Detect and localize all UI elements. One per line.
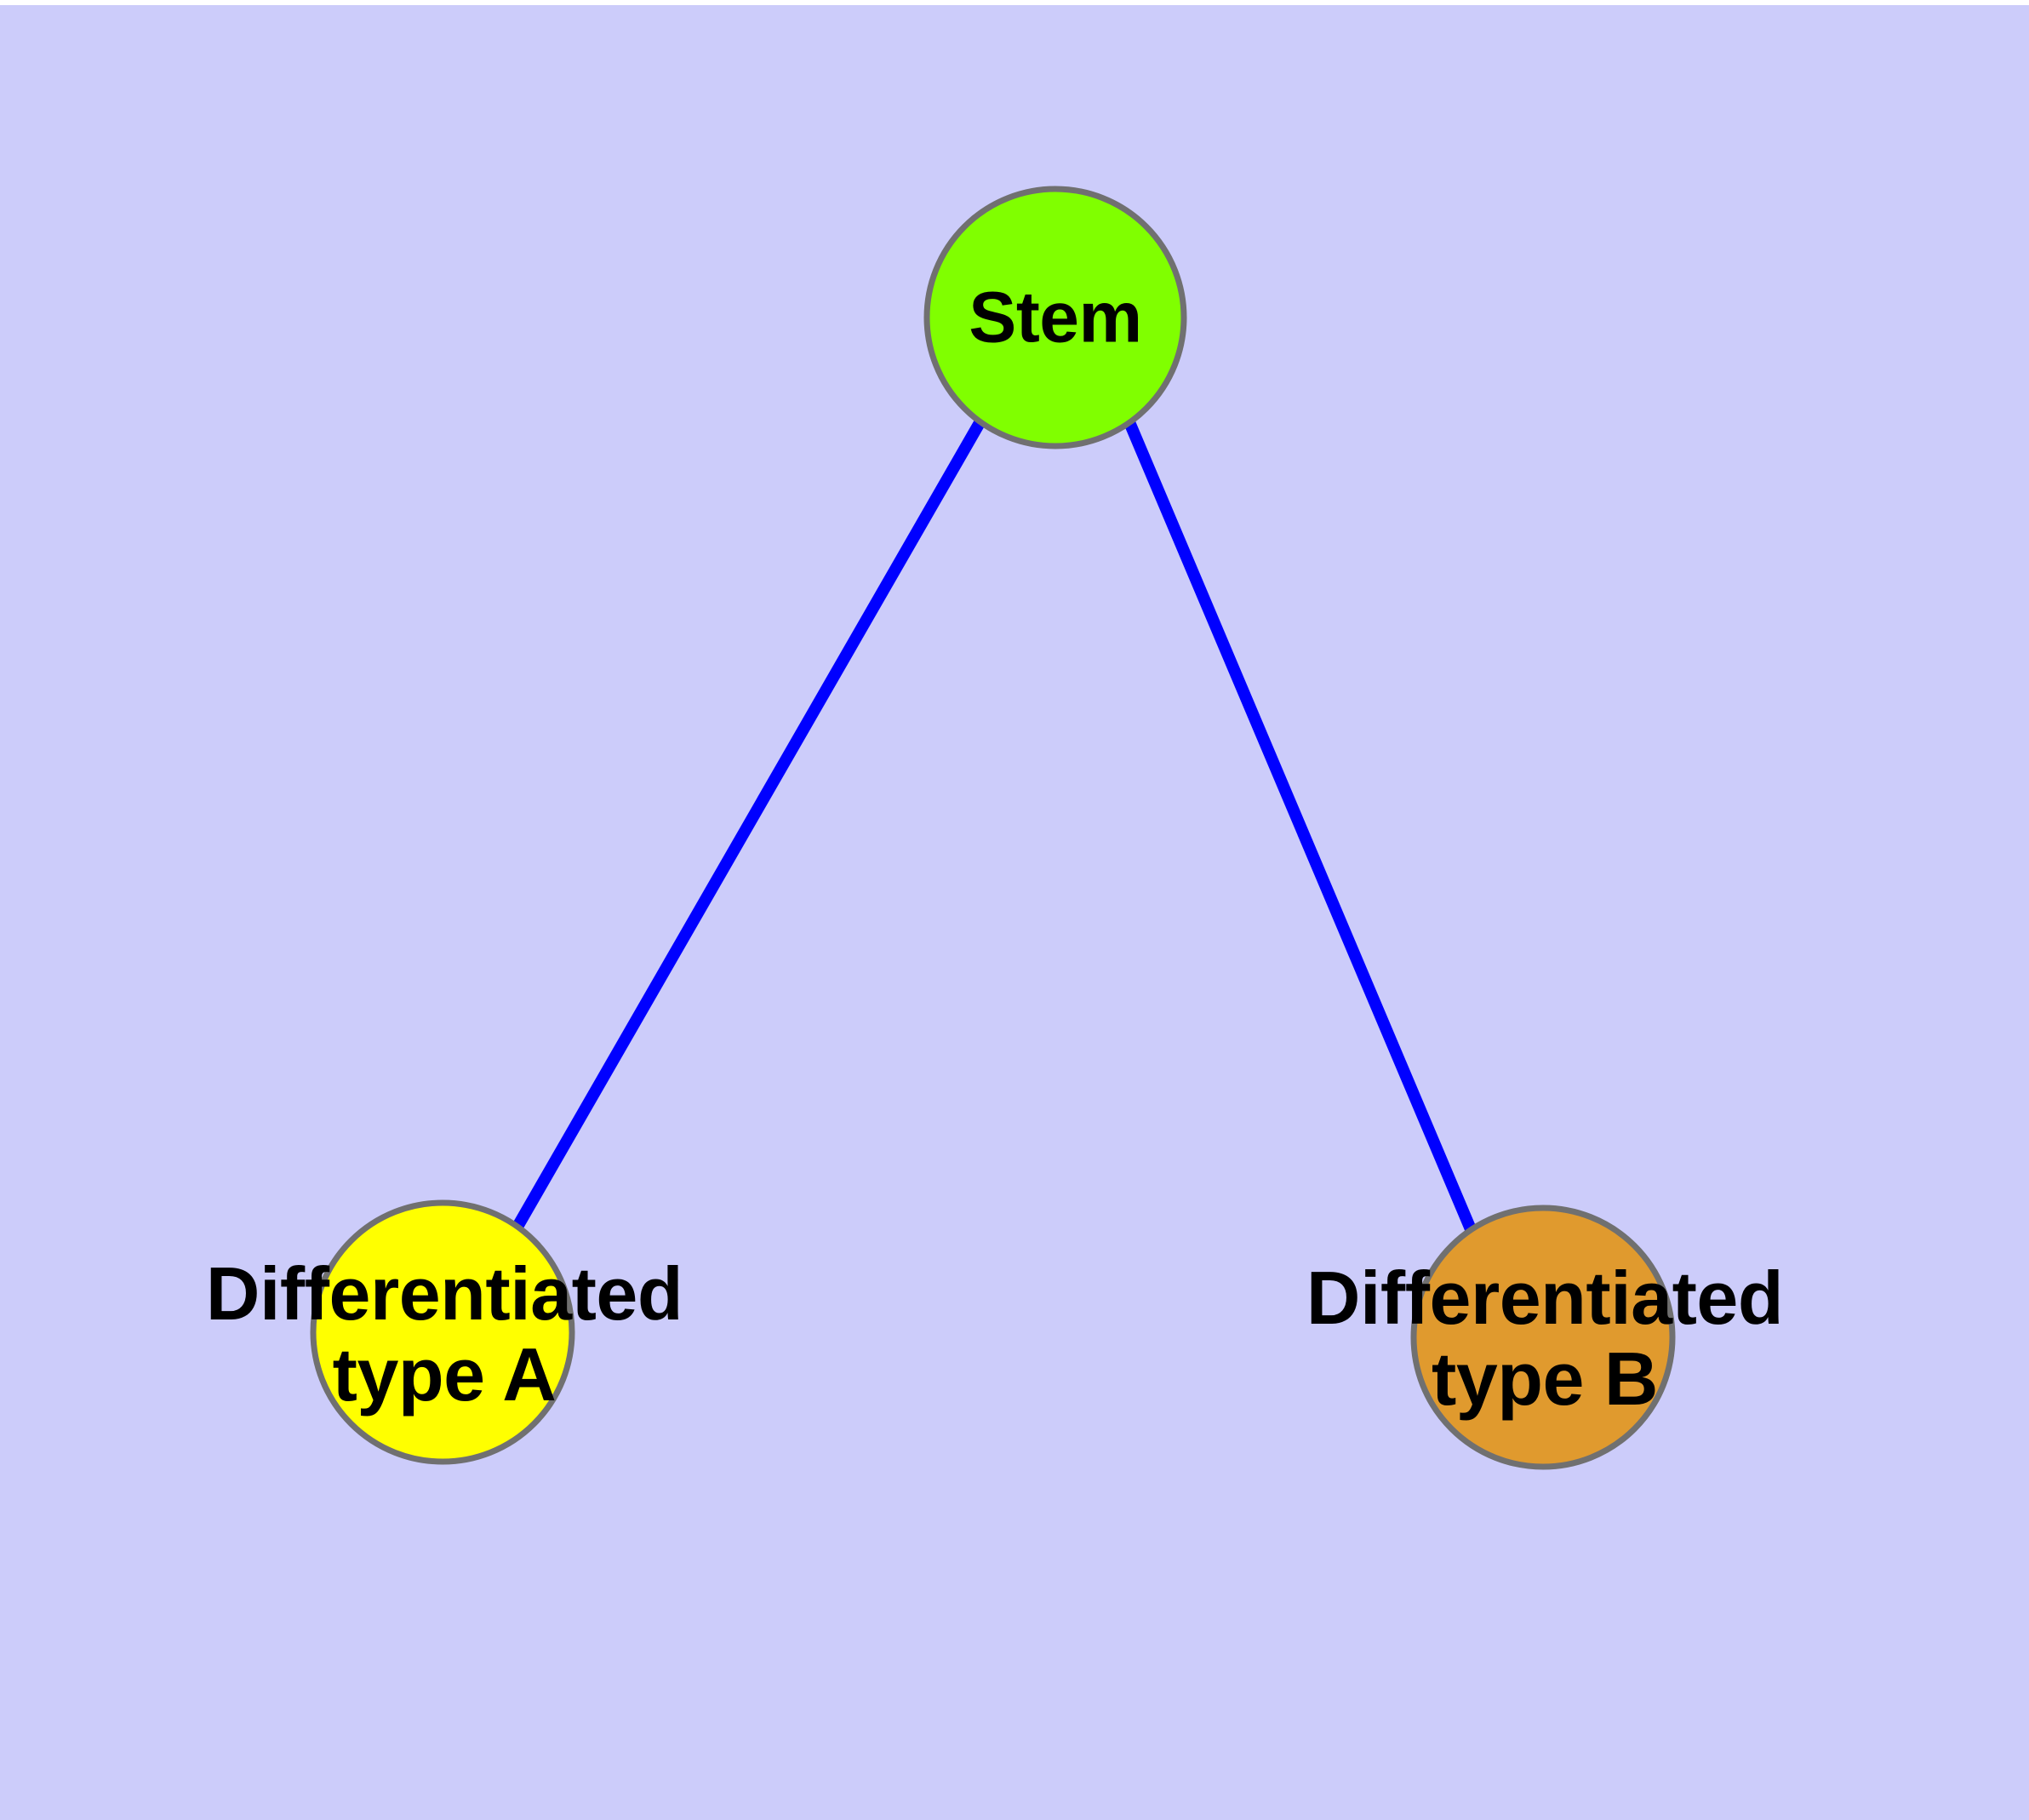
node-layer (310, 186, 1676, 1470)
node-stem[interactable] (923, 186, 1187, 449)
node-diff-b[interactable] (1410, 1205, 1676, 1470)
edge-layer (512, 418, 1477, 1232)
node-diff-a[interactable] (310, 1199, 575, 1465)
edge-stem-to-diff-a[interactable] (512, 418, 986, 1230)
edge-stem-to-diff-b[interactable] (1123, 420, 1477, 1232)
